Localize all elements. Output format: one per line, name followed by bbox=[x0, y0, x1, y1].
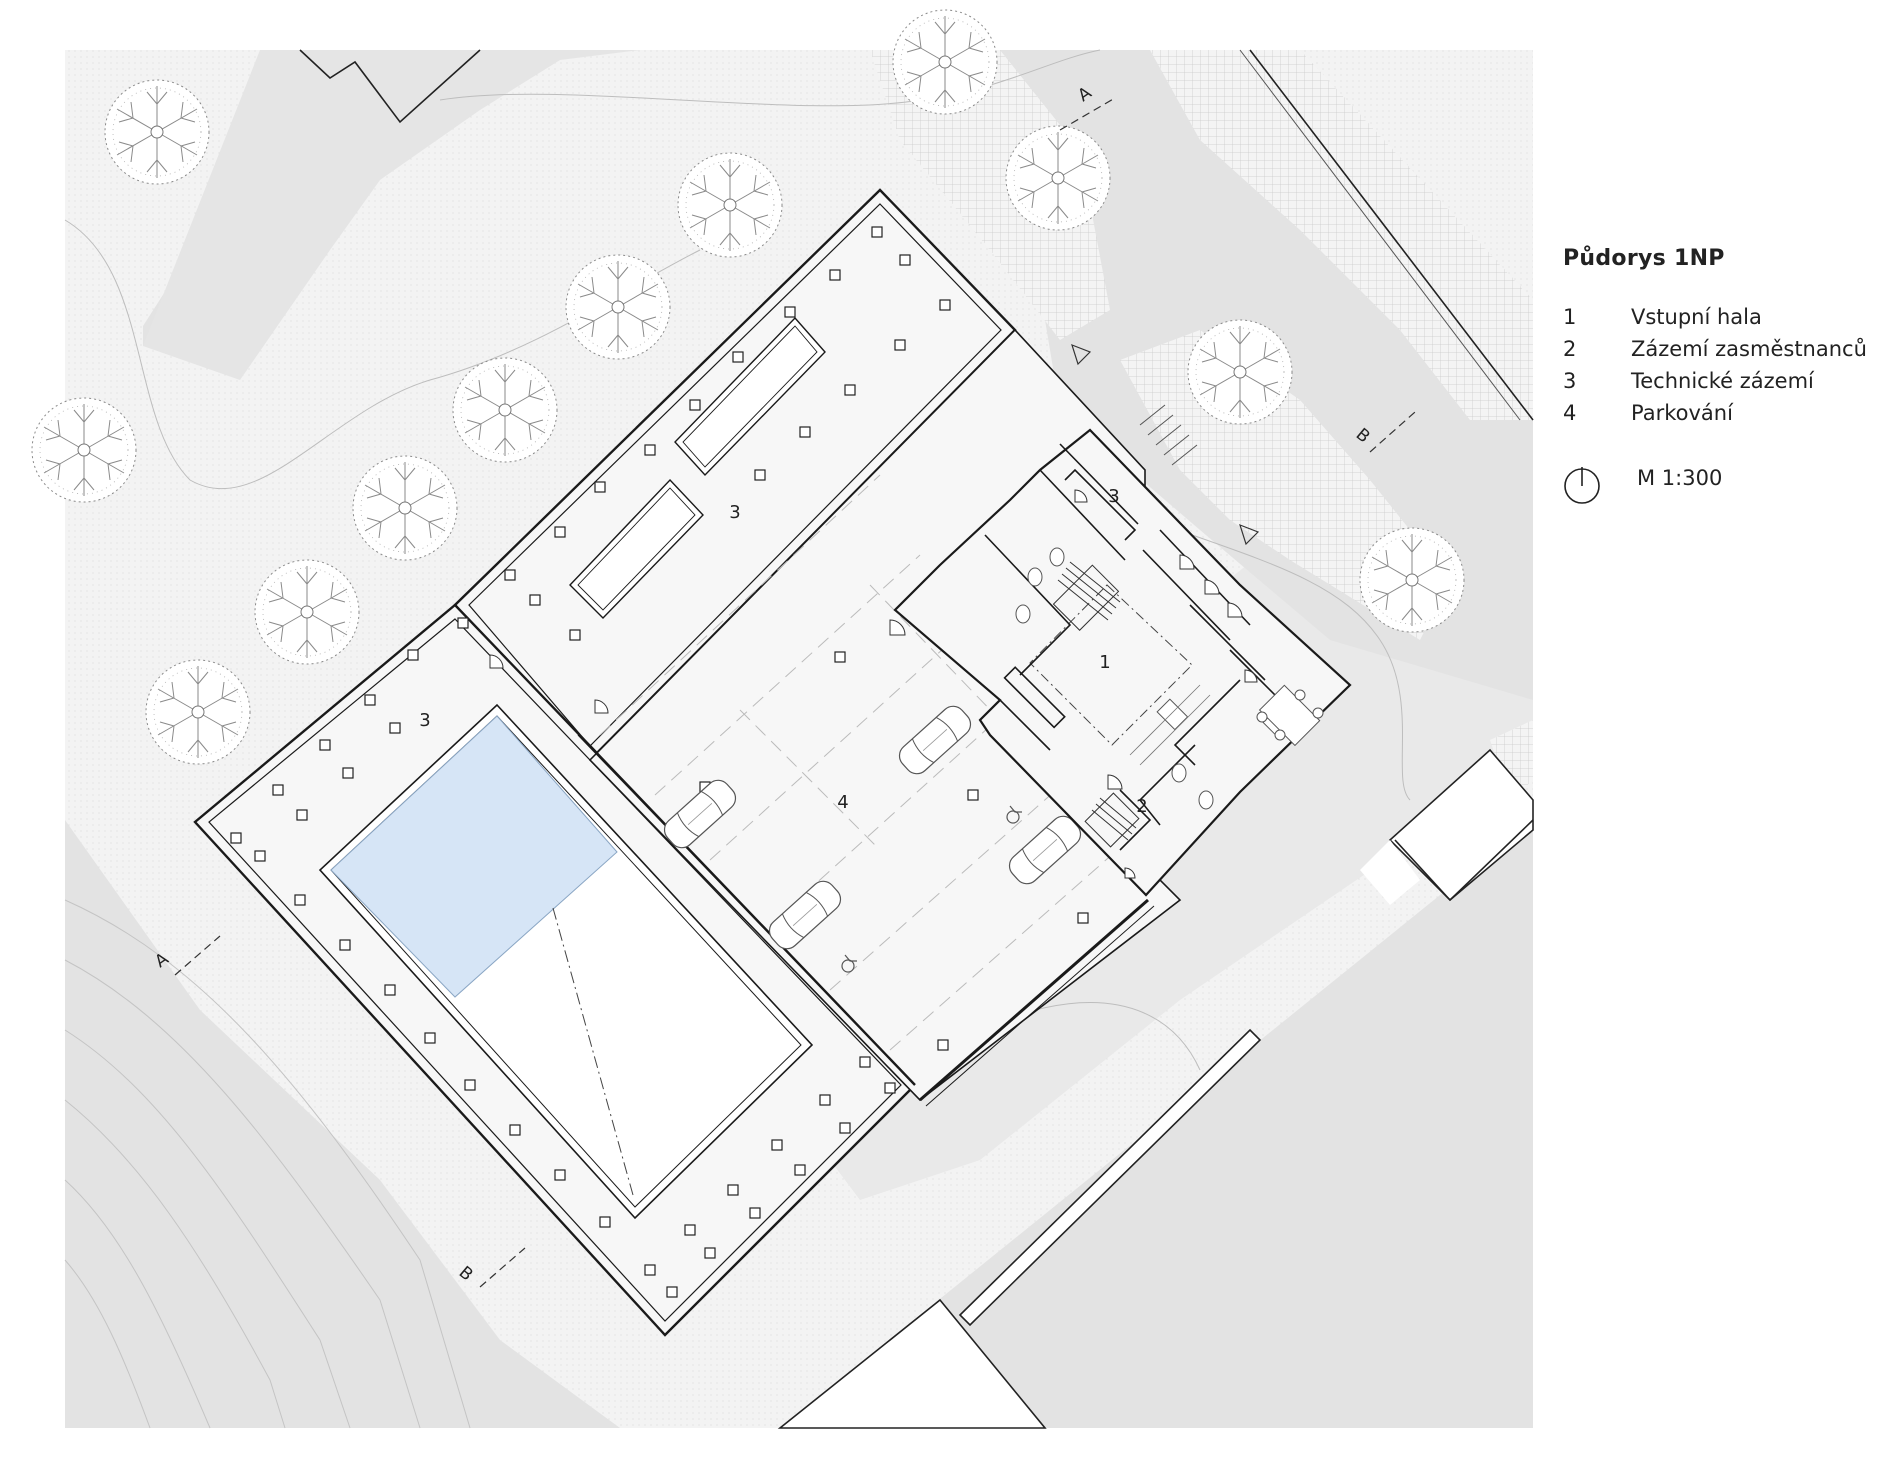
neighbour-buildings bbox=[299, 49, 1534, 1429]
road-bottom-left bbox=[65, 820, 620, 1428]
tree-icon bbox=[1187, 319, 1293, 425]
legend-item: 2 Zázemí zasměstnanců bbox=[1563, 333, 1893, 365]
counter bbox=[1129, 684, 1211, 766]
doors bbox=[489, 489, 1258, 879]
plan-title: Půdorys 1NP bbox=[1563, 246, 1725, 271]
road-lines bbox=[64, 899, 471, 1429]
room-label-1: 1 bbox=[1099, 652, 1110, 673]
legend-number: 3 bbox=[1563, 369, 1577, 393]
site-boundary-line bbox=[1249, 49, 1534, 421]
wheelchair-icon bbox=[841, 954, 857, 973]
wheelchair-icon bbox=[1006, 805, 1022, 824]
scale-row: M 1:300 bbox=[1563, 465, 1893, 505]
stairs bbox=[1052, 561, 1140, 848]
legend-number: 2 bbox=[1563, 337, 1577, 361]
entrance-triangle-icon bbox=[1239, 523, 1260, 546]
entrance-triangle-icon bbox=[1071, 343, 1092, 366]
scale-label: M 1:300 bbox=[1637, 466, 1723, 490]
tree-icon bbox=[145, 659, 251, 765]
site-boundary-line-inner bbox=[1239, 49, 1521, 421]
room-label-3-east: 3 bbox=[1108, 486, 1119, 507]
light-well-1 bbox=[674, 316, 826, 477]
bike-racks bbox=[1139, 404, 1198, 466]
pool bbox=[330, 715, 618, 998]
road-upper bbox=[143, 50, 640, 380]
legend-label: Vstupní hala bbox=[1631, 305, 1762, 329]
interior-walls bbox=[979, 443, 1301, 851]
room-label-3-west: 3 bbox=[419, 710, 430, 731]
legend-item: 4 Parkování bbox=[1563, 397, 1893, 429]
dining-table bbox=[1256, 684, 1324, 747]
room-label-2: 2 bbox=[1136, 796, 1147, 817]
room-label-3-north: 3 bbox=[729, 502, 740, 523]
legend-label: Parkování bbox=[1631, 401, 1733, 425]
tree-icon bbox=[677, 152, 783, 258]
tree-icon bbox=[565, 254, 671, 360]
legend-label: Zázemí zasměstnanců bbox=[1631, 337, 1867, 361]
legend-number: 4 bbox=[1563, 401, 1577, 425]
paving-grid-corner bbox=[1490, 720, 1533, 800]
light-well-2 bbox=[569, 478, 704, 619]
tree-icon bbox=[1005, 125, 1111, 231]
tree-icon bbox=[452, 357, 558, 463]
tree-icon bbox=[104, 79, 210, 185]
tree-icon bbox=[254, 559, 360, 665]
building: 1 2 3 3 3 4 bbox=[193, 188, 1352, 1337]
tree-icon bbox=[892, 9, 998, 115]
tree-icon bbox=[352, 455, 458, 561]
legend-item: 3 Technické zázemí bbox=[1563, 365, 1893, 397]
legend-number: 1 bbox=[1563, 305, 1577, 329]
paving-grid-right bbox=[1150, 50, 1533, 420]
paving-grid-top bbox=[870, 50, 1110, 340]
legend-list: 1 Vstupní hala 2 Zázemí zasměstnanců 3 T… bbox=[1563, 301, 1893, 429]
slope-line bbox=[552, 907, 634, 1196]
glazed-facade bbox=[919, 898, 1149, 1102]
legend-item: 1 Vstupní hala bbox=[1563, 301, 1893, 333]
legend-label: Technické zázemí bbox=[1631, 369, 1814, 393]
tree-icon bbox=[31, 397, 137, 503]
legend: Půdorys 1NP 1 Vstupní hala 2 Zázemí zasm… bbox=[1563, 246, 1893, 505]
tree-icon bbox=[1359, 527, 1465, 633]
room-label-4: 4 bbox=[837, 792, 848, 813]
north-arrow-icon bbox=[1564, 467, 1600, 504]
